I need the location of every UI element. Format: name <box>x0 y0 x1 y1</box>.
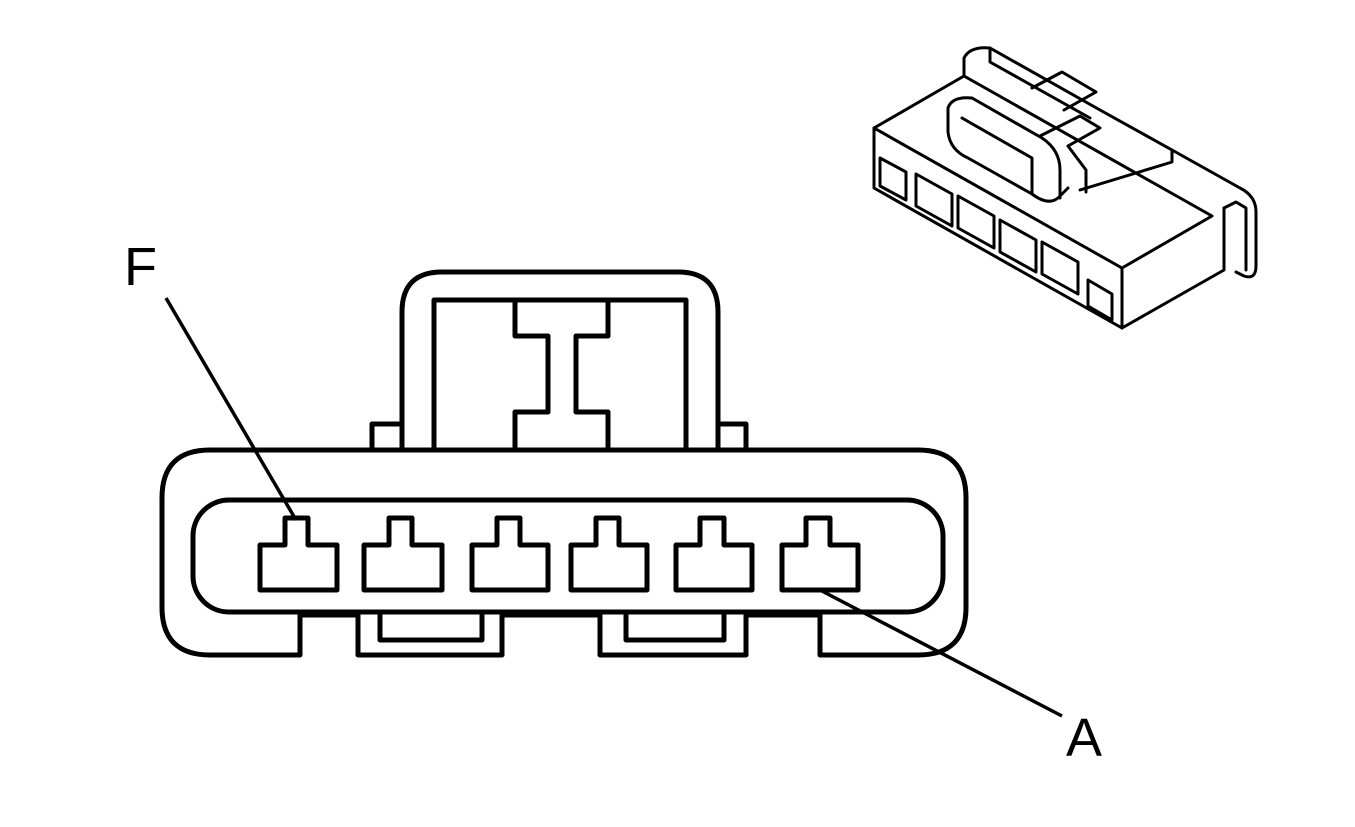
cavity-f <box>257 515 340 593</box>
iso-cavity-1 <box>878 156 908 202</box>
latch-i-beam <box>512 297 611 451</box>
connector-front-view: F A <box>124 237 1102 768</box>
bottom-slot-right <box>623 612 727 643</box>
cavity-a <box>779 515 861 593</box>
connector-face <box>190 497 946 615</box>
cavity-c <box>568 515 650 593</box>
pin-label-a: A <box>1066 708 1102 768</box>
housing-outer <box>159 447 969 658</box>
iso-cavity-6 <box>1086 278 1114 322</box>
iso-cavity-2 <box>914 172 954 228</box>
iso-cavity-4 <box>998 218 1038 274</box>
iso-cavities <box>878 156 1114 322</box>
locking-tab-outer <box>399 269 721 451</box>
tab-step-left <box>369 421 405 451</box>
tab-step-right <box>715 421 749 451</box>
iso-cavity-3 <box>956 194 996 250</box>
pin-label-f: F <box>124 237 157 297</box>
terminal-cavities <box>257 515 861 593</box>
bottom-slot-left <box>377 612 485 643</box>
cavity-e <box>361 515 445 593</box>
leader-line-f <box>164 297 298 521</box>
iso-rear-flange <box>1170 148 1258 279</box>
iso-front-face <box>872 126 1124 330</box>
connector-isometric-view <box>872 46 1258 330</box>
leader-line-a <box>819 588 1063 718</box>
iso-top-face <box>872 74 1214 270</box>
iso-latch <box>946 46 1174 203</box>
cavity-d <box>469 515 551 593</box>
iso-side-face <box>1120 206 1226 330</box>
cavity-b <box>673 515 755 593</box>
locking-tab-inner <box>431 297 689 451</box>
iso-cavity-5 <box>1040 240 1080 296</box>
